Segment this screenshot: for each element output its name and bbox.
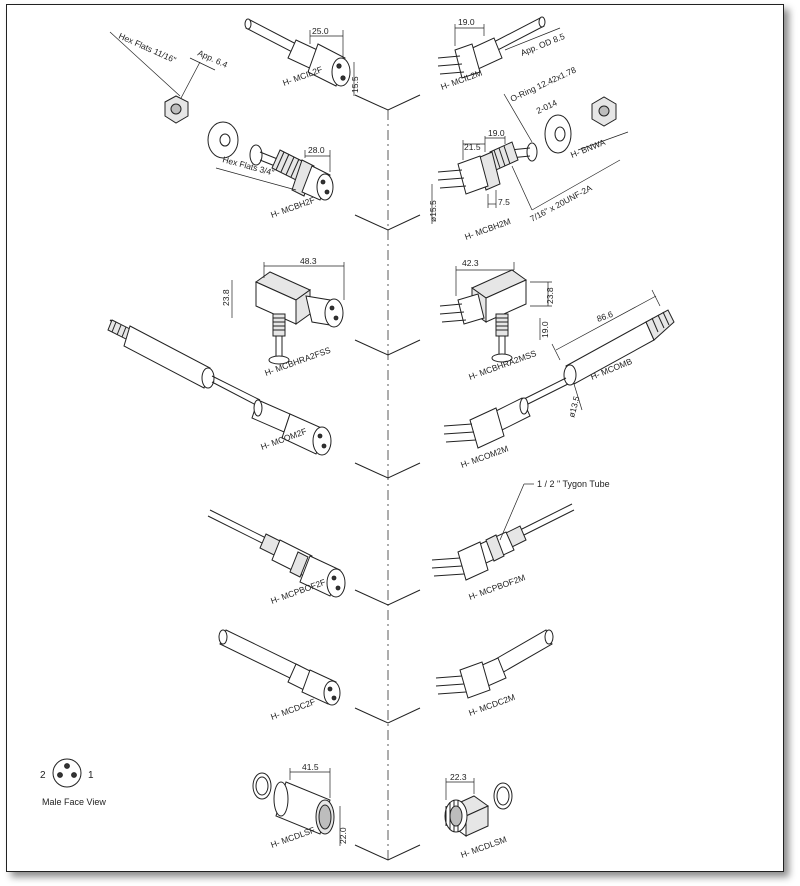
dim-label: ø15.5: [428, 200, 438, 222]
dim-label: ø13.5: [566, 395, 581, 419]
part-mcpbof2m: 1 / 2 " Tygon Tube H- MCPBOF2M: [431, 479, 610, 602]
part-label: H- MCPBOF2F: [269, 577, 327, 606]
face-view-caption: Male Face View: [42, 797, 106, 807]
part-label: H- MCBH2F: [269, 195, 316, 220]
male-face-view: 2 1 Male Face View: [40, 758, 106, 807]
dim-label: 7.5: [498, 197, 510, 207]
dim-label: 86.6: [595, 309, 614, 324]
pin-label-2: 2: [40, 770, 46, 781]
part-mcdlsm: 22.3 H- MCDLSM: [444, 772, 513, 860]
note-text: Hex Flats 11/16": [117, 31, 178, 65]
dim-label: 15.5: [350, 76, 360, 93]
dim-label: 19.0: [488, 128, 505, 138]
dim-label: 22.3: [450, 772, 467, 782]
part-label: H- BNWA: [569, 137, 607, 160]
part-mcbh2m: 21.5 19.0 ø15.5 7.5 O-Ring 12.42x1.78 2-…: [428, 64, 621, 242]
note-text: 2-014: [535, 97, 559, 115]
part-mcom2m: H- MCOM2M: [443, 377, 569, 470]
part-mcpbof2f: H- MCPBOF2F: [207, 509, 346, 606]
part-mcom2f: H- MCOM2F: [107, 319, 332, 456]
part-label: H- MCPBOF2M: [467, 572, 526, 602]
note-text: O-Ring 12.42x1.78: [509, 64, 578, 103]
part-label: H- MCBH2M: [463, 216, 512, 242]
hex-nut-left: Hex Flats 11/16" App. 6.4: [109, 31, 239, 159]
note-text: Hex Flats 3/4": [221, 154, 275, 177]
dim-label: 22.0: [338, 827, 348, 844]
dim-label: 23.8: [545, 287, 555, 304]
part-mcil2f: 25.0 15.5 H- MCIL2F: [244, 18, 360, 96]
dim-label: 19.0: [458, 17, 475, 27]
part-label: H- MCDLSF: [269, 825, 316, 850]
dim-label: 25.0: [312, 26, 329, 36]
dim-label: 48.3: [300, 256, 317, 266]
part-mcdc2m: H- MCDC2M: [435, 629, 554, 718]
part-mcbhra2mss: 42.3 23.8 19.0 H- MCBHRA2MSS: [439, 258, 555, 382]
part-mcbh2f: 28.0 Hex Flats 3/4" H- MCBH2F: [215, 144, 334, 220]
drawing-frame: [6, 4, 784, 872]
part-mcdlsf: 41.5 22.0 H- MCDLSF: [252, 762, 348, 850]
dim-label: 42.3: [462, 258, 479, 268]
center-axis: [354, 94, 421, 861]
part-label: H- MCBHRA2MSS: [467, 348, 538, 382]
dim-label: 21.5: [464, 142, 481, 152]
part-mcomb: 86.6 ø13.5 H- MCOMB: [551, 289, 675, 419]
dim-label: 23.8: [221, 289, 231, 306]
part-label: H- MCOM2M: [459, 443, 509, 470]
part-mcbhra2fss: 48.3 23.8 H- MCBHRA2FSS: [221, 256, 345, 378]
dim-label: 19.0: [540, 321, 550, 338]
part-mcdc2f: H- MCDC2F: [218, 629, 341, 722]
pin-label-1: 1: [88, 770, 94, 781]
note-text: 7/16" x 20UNF-2A: [528, 183, 594, 224]
note-text: App. 6.4: [196, 48, 229, 70]
part-label: H- MCDC2F: [269, 696, 316, 721]
note-text: 1 / 2 " Tygon Tube: [537, 479, 610, 489]
dim-label: 41.5: [302, 762, 319, 772]
dim-label: 28.0: [308, 145, 325, 155]
part-label: H- MCDLSM: [459, 834, 508, 860]
